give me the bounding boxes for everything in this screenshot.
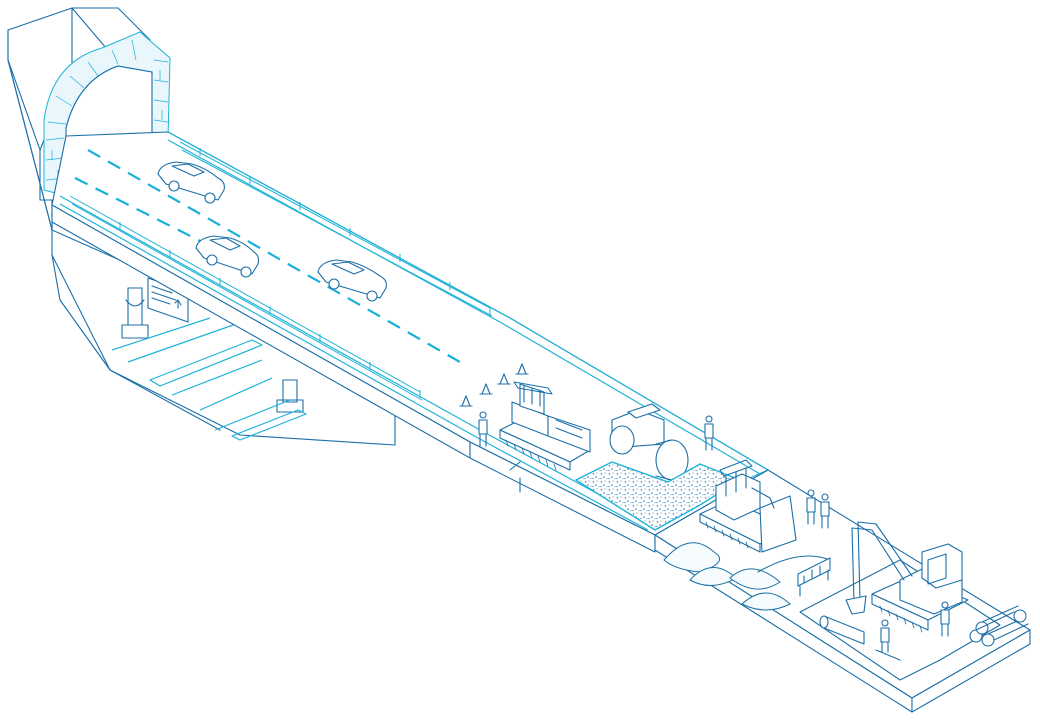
car-icon — [317, 259, 387, 302]
bulldozer-icon — [699, 459, 797, 553]
sand-pile — [663, 542, 831, 611]
car-icon — [195, 235, 260, 278]
worker-icon — [880, 619, 890, 653]
worker-icon — [806, 489, 816, 525]
worker-icon — [820, 493, 830, 529]
road-roller-icon — [609, 403, 689, 481]
underpass-structure — [51, 229, 396, 446]
earthwork-ground — [654, 469, 1031, 713]
pillar — [276, 379, 304, 413]
tunnel-portal-icon — [7, 7, 171, 231]
barrier-icon — [797, 557, 831, 597]
worker-icon — [940, 601, 950, 637]
traffic-cone-icon — [459, 363, 529, 407]
pipe — [819, 615, 901, 661]
worker-icon — [478, 411, 488, 447]
pipe-stack-icon — [969, 605, 1029, 647]
worker-icon — [704, 415, 714, 451]
asphalt-paver-icon — [499, 381, 591, 471]
car-icon — [157, 161, 225, 204]
gravel-bed — [574, 461, 742, 531]
